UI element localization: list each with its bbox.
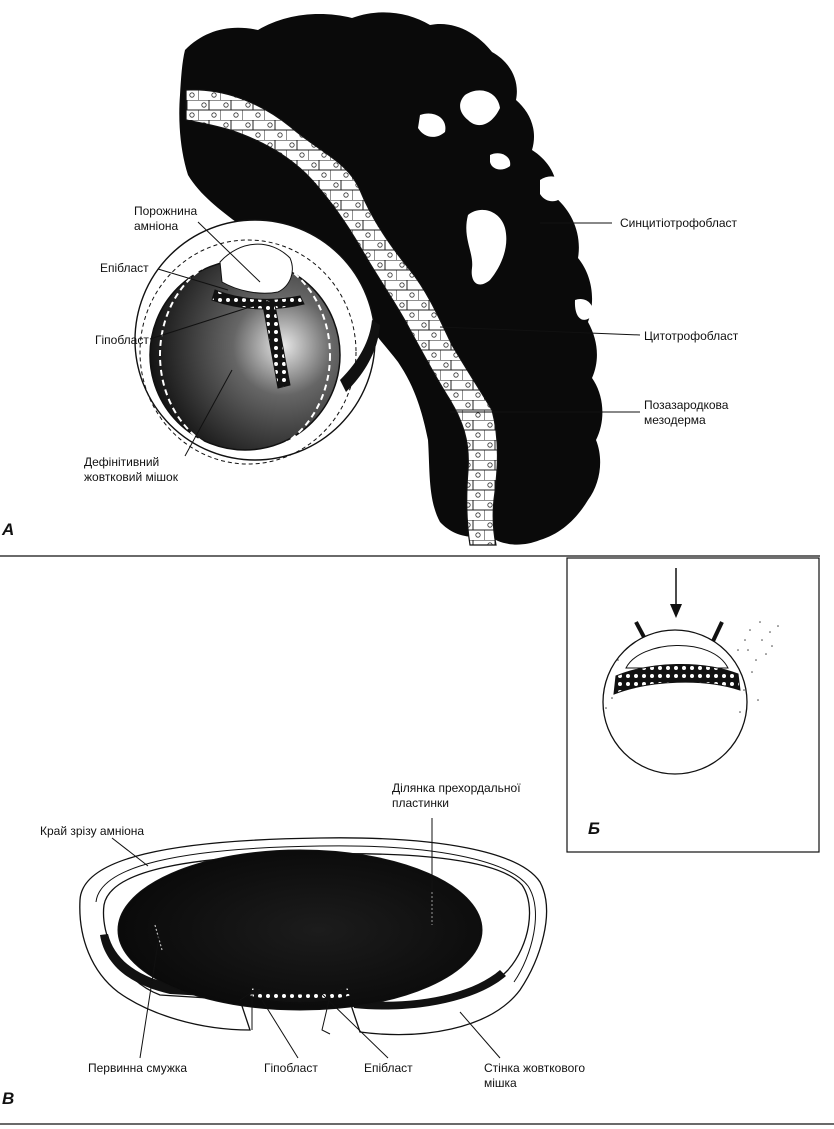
lacuna xyxy=(574,298,593,320)
panel-b-frame xyxy=(566,557,820,853)
label-amnion-cavity-2: амніона xyxy=(134,219,179,233)
lacuna xyxy=(418,113,446,137)
label-epiblast-a: Епібласт xyxy=(100,261,149,275)
label-syncytiotrophoblast: Синцитіотрофобласт xyxy=(620,216,738,230)
label-prechordal-2: пластинки xyxy=(392,796,449,810)
panel-c-leaders xyxy=(111,818,501,1059)
amnion-cavity xyxy=(219,243,293,294)
panel-a-leaders xyxy=(149,221,641,457)
label-yolk-sac: Дефінітивний xyxy=(84,455,159,469)
panel-letter-b: Б xyxy=(588,819,600,838)
panel-letter-a: A xyxy=(1,520,14,539)
label-mesoderm: Позазародкова xyxy=(644,398,729,412)
label-hypoblast-a: Гіпобласт xyxy=(95,333,149,347)
label-mesoderm-2: мезодерма xyxy=(644,413,706,427)
label-amnion-cavity: Порожнина xyxy=(134,204,197,218)
arrow-down-icon xyxy=(670,604,682,618)
cytotrophoblast-band xyxy=(185,89,499,546)
panel-c xyxy=(79,837,548,1036)
embryonic-disc-dark xyxy=(117,849,483,1011)
label-amnion-cut: Край зрізу амніона xyxy=(40,824,144,838)
label-hypoblast-c: Гіпобласт xyxy=(264,1061,318,1075)
lacuna xyxy=(490,153,511,170)
lacuna xyxy=(466,209,507,285)
disc-section xyxy=(613,664,741,695)
lacuna xyxy=(460,90,500,126)
label-cytotrophoblast: Цитотрофобласт xyxy=(644,329,739,343)
panel-a xyxy=(134,12,603,546)
panel-b xyxy=(566,557,820,853)
panel-letter-c: В xyxy=(2,1089,14,1108)
amnion-cut-edge xyxy=(79,837,548,1036)
label-yolk-wall: Стінка жовткового xyxy=(484,1061,585,1075)
label-primitive-streak: Первинна смужка xyxy=(88,1061,187,1075)
embryonic-disc xyxy=(211,289,305,310)
label-prechordal: Ділянка прехордальної xyxy=(392,781,521,795)
label-yolk-wall-2: мішка xyxy=(484,1076,517,1090)
label-yolk-sac-2: жовтковий мішок xyxy=(84,470,179,484)
label-epiblast-c: Епібласт xyxy=(364,1061,413,1075)
lacuna xyxy=(540,176,566,202)
